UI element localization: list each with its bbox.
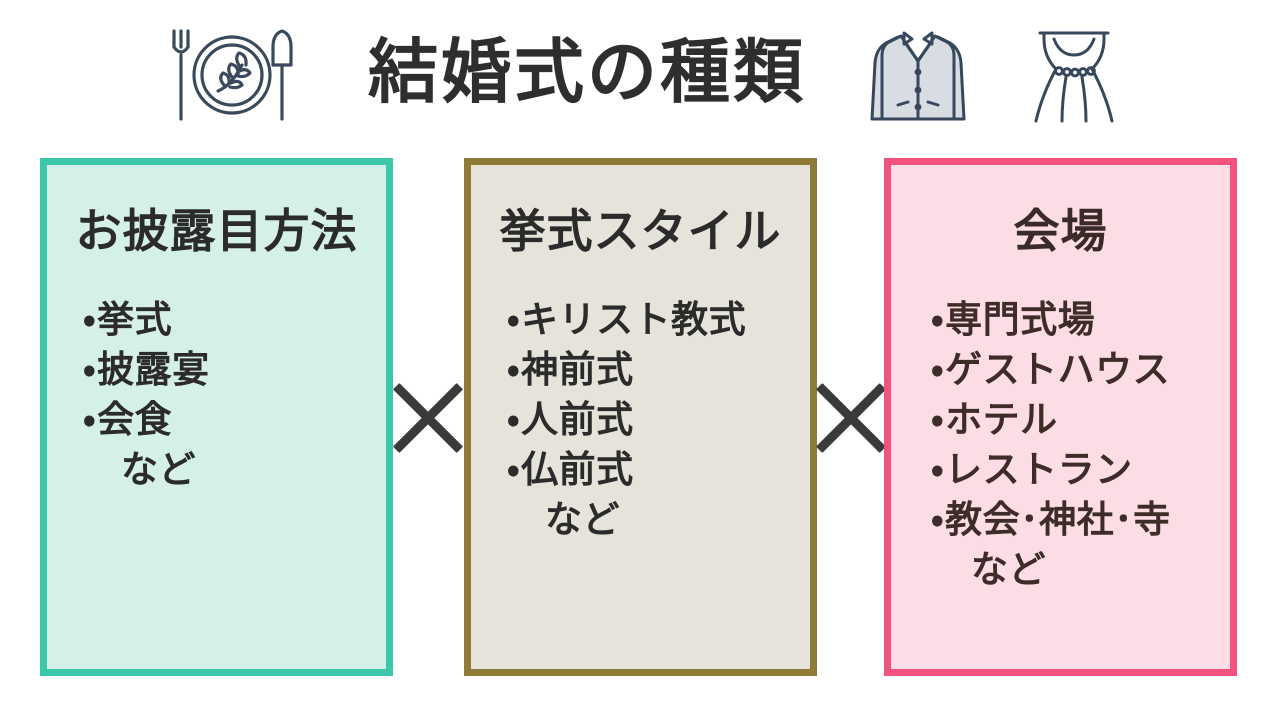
list-item: キリスト教式 xyxy=(507,295,796,345)
list-item: 仏前式 xyxy=(507,445,796,495)
card-heading: お披露目方法 xyxy=(75,204,358,258)
page-title: 結婚式の種類 xyxy=(368,31,806,113)
card-item-list: 挙式 披露宴 会食 など xyxy=(61,295,372,495)
card-venue: 会場 専門式場 ゲストハウス ホテル レストラン 教会･神社･寺 など xyxy=(884,158,1237,676)
list-item: 披露宴 xyxy=(83,345,372,395)
page-header: 結婚式の種類 xyxy=(0,0,1280,150)
card-heading: 挙式スタイル xyxy=(499,204,782,258)
multiply-separator-1 xyxy=(392,382,464,454)
plate-fork-knife-icon xyxy=(172,29,293,121)
list-item: 専門式場 xyxy=(931,295,1216,345)
list-item: レストラン xyxy=(931,445,1216,495)
list-item: など xyxy=(971,548,1046,592)
card-item-list: 専門式場 ゲストハウス ホテル レストラン 教会･神社･寺 など xyxy=(905,295,1216,595)
list-item: 教会･神社･寺 xyxy=(931,495,1216,545)
list-item: 神前式 xyxy=(507,345,796,395)
card-heading: 会場 xyxy=(1013,204,1108,258)
list-item: 会食 xyxy=(83,395,372,445)
list-item: ホテル xyxy=(931,395,1216,445)
list-item: など xyxy=(121,448,196,492)
wedding-dress-icon xyxy=(1034,31,1114,123)
list-item: 人前式 xyxy=(507,395,796,445)
tuxedo-icon xyxy=(870,31,966,121)
card-item-list: キリスト教式 神前式 人前式 仏前式 など xyxy=(485,295,796,545)
list-item: 挙式 xyxy=(83,295,372,345)
list-item: など xyxy=(545,498,620,542)
list-item: ゲストハウス xyxy=(931,345,1216,395)
card-disclosure-method: お披露目方法 挙式 披露宴 会食 など xyxy=(40,158,393,676)
multiply-separator-2 xyxy=(815,382,887,454)
category-columns: お披露目方法 挙式 披露宴 会食 など 挙式スタイル キリスト教式 神前式 人前… xyxy=(0,158,1280,680)
card-ceremony-style: 挙式スタイル キリスト教式 神前式 人前式 仏前式 など xyxy=(464,158,817,676)
